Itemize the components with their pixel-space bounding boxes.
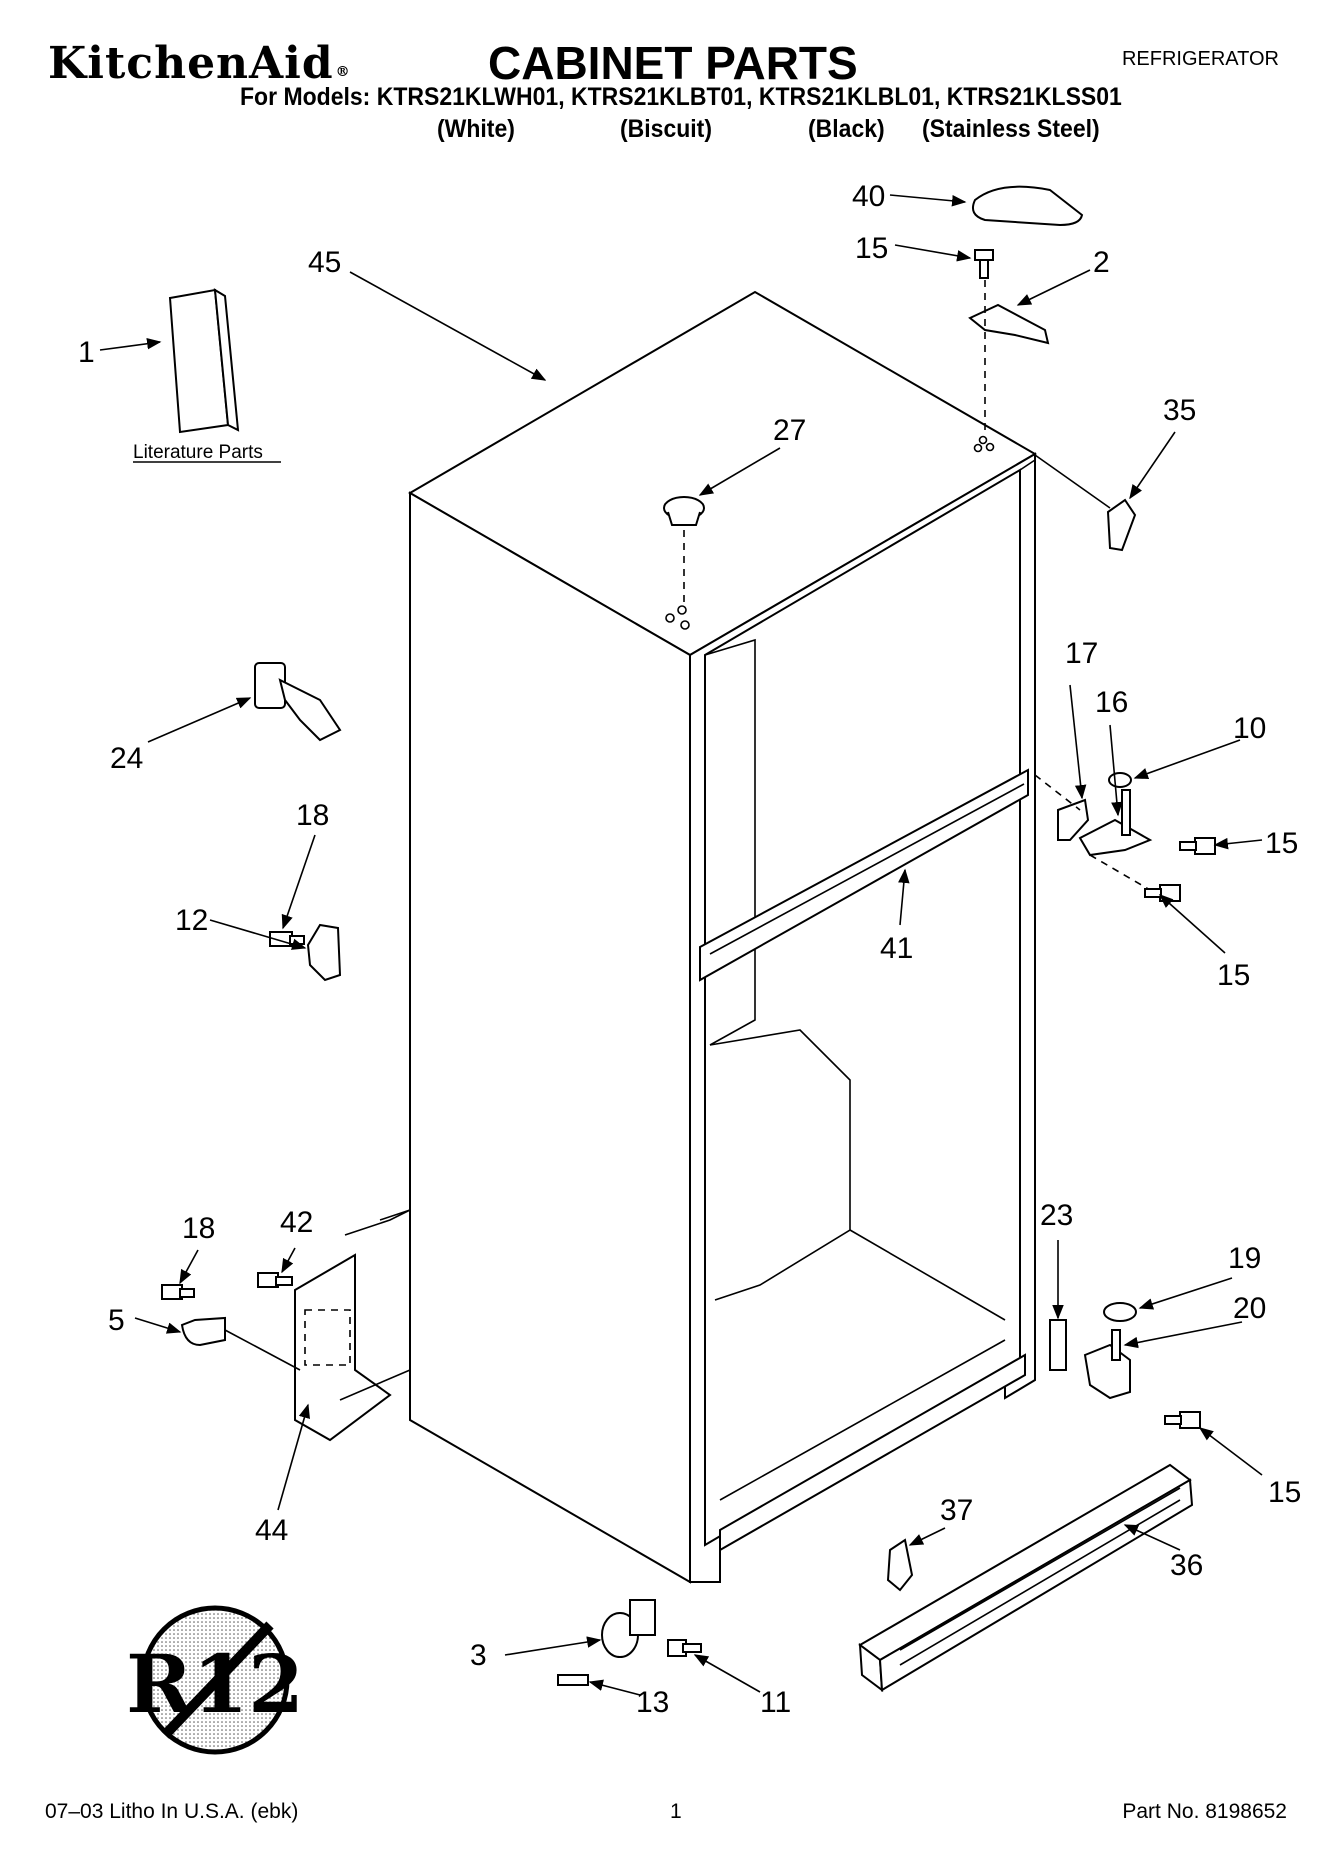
part-number: Part No. 8198652 (1122, 1800, 1287, 1823)
callout-24: 24 (110, 742, 143, 775)
variant-white: (White) (437, 115, 515, 143)
callout-27: 27 (773, 414, 806, 447)
screw-15-lower (1164, 1411, 1201, 1429)
callout-37: 37 (940, 1494, 973, 1527)
callout-41: 41 (880, 932, 913, 965)
callout-42: 42 (280, 1206, 313, 1239)
divider-bar (699, 768, 1029, 982)
trim-clip (1106, 498, 1137, 552)
callout-2: 2 (1093, 246, 1110, 279)
screw-42 (257, 1272, 293, 1288)
literature-booklet (168, 288, 240, 434)
callout-15-right-a: 15 (1265, 827, 1298, 860)
registered-mark: ® (335, 64, 351, 80)
models-line: For Models: KTRS21KLWH01, KTRS21KLBT01, … (240, 83, 1122, 111)
top-plug (663, 496, 705, 605)
hinge-clip-12 (306, 923, 342, 982)
litho-note: 07–03 Litho In U.S.A. (ebk) (45, 1800, 299, 1823)
roller-assembly (557, 1599, 702, 1686)
screw-15-right-b (1144, 884, 1181, 902)
no-r12-seal: R12 (126, 1605, 304, 1755)
callout-15-lower: 15 (1268, 1476, 1301, 1509)
callout-11: 11 (760, 1686, 791, 1719)
callout-44: 44 (255, 1514, 288, 1547)
toe-grille (858, 1463, 1194, 1693)
center-hinge-assembly (1034, 772, 1153, 891)
top-hinge (968, 280, 1050, 430)
callout-36: 36 (1170, 1549, 1203, 1582)
base-rail (719, 1353, 1026, 1552)
bottom-hinge-assembly (1049, 1302, 1137, 1400)
callout-17: 17 (1065, 637, 1098, 670)
callout-45: 45 (308, 246, 341, 279)
callout-5: 5 (108, 1304, 125, 1337)
callout-3: 3 (470, 1639, 487, 1672)
brand-logo: KitchenAid® (48, 38, 351, 89)
clamp-5 (180, 1316, 301, 1371)
callout-20: 20 (1233, 1292, 1266, 1325)
callout-40: 40 (852, 180, 885, 213)
page-number: 1 (670, 1800, 682, 1823)
hinge-screw-top (974, 249, 994, 279)
screw-15-right-a (1179, 837, 1216, 855)
callout-1: 1 (78, 336, 95, 369)
callout-18-lower: 18 (182, 1212, 215, 1245)
page-title: CABINET PARTS (488, 37, 858, 89)
callout-16: 16 (1095, 686, 1128, 719)
door-stop (254, 662, 342, 742)
callout-35: 35 (1163, 394, 1196, 427)
grille-clip (886, 1538, 914, 1592)
callout-12: 12 (175, 904, 208, 937)
cabinet-shell (379, 290, 1037, 1584)
callout-18-upper: 18 (296, 799, 329, 832)
callout-19: 19 (1228, 1242, 1261, 1275)
screw-18-lower (161, 1284, 195, 1300)
variant-black: (Black) (808, 115, 885, 143)
variant-stainless: (Stainless Steel) (922, 115, 1100, 143)
leader-arrows (99, 194, 1263, 1696)
appliance-type: REFRIGERATOR (1121, 48, 1279, 70)
callout-15-top: 15 (855, 232, 888, 265)
variant-biscuit: (Biscuit) (620, 115, 712, 143)
hinge-cap (972, 185, 1084, 227)
brand-name: KitchenAid (48, 38, 334, 89)
literature-parts-label: Literature Parts (133, 442, 263, 463)
callout-13: 13 (636, 1686, 669, 1719)
callout-labels: 1 Literature Parts 45 40 15 2 35 27 24 1… (78, 180, 1301, 1719)
callout-15-right-b: 15 (1217, 959, 1250, 992)
callout-23: 23 (1040, 1199, 1073, 1232)
rear-bracket (294, 1209, 411, 1442)
callout-10: 10 (1233, 712, 1266, 745)
